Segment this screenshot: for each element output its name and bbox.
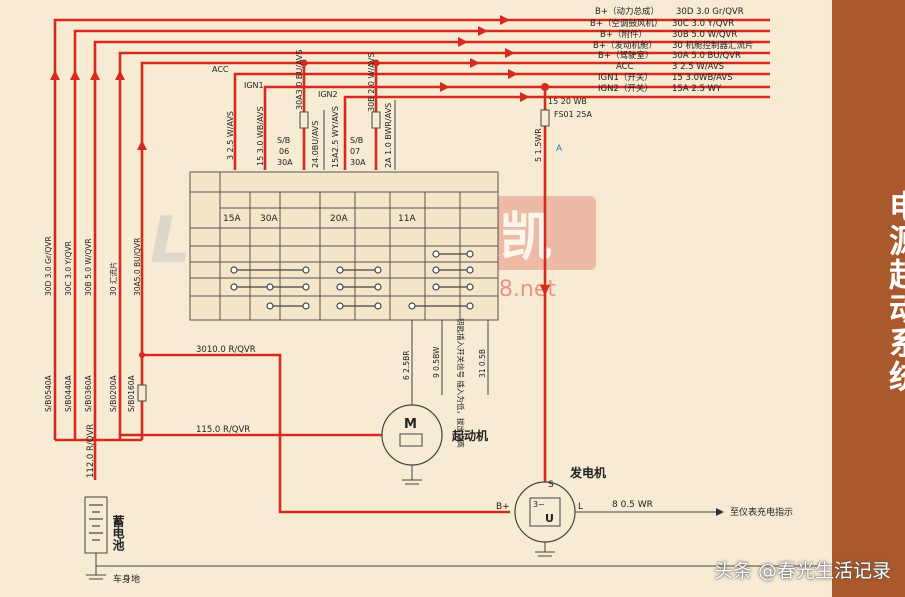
wire-30b: 30B 2.0 W/AVS (367, 52, 376, 112)
alt-u: U (545, 512, 554, 525)
bus-spec-4: 30 机舱控制器汇流片 (672, 40, 754, 51)
rating-1: 15A (223, 214, 241, 224)
label-r112: 112.0 R/QVR (86, 424, 96, 478)
wire-2a: 2A 1.0 BWR/AVS (384, 103, 393, 168)
alternator: U 3~ 发电机 S L B+ 8 0.5 WR 至仪表充电指示 (496, 465, 793, 557)
fuse-2: S/B0440A (64, 374, 73, 412)
sb06-label: S/B (277, 136, 290, 145)
bus-label-2: B+（空调鼓风机） (590, 18, 662, 29)
label-w515wr: 5 1.5WR (534, 128, 543, 162)
fs01: 15 20 WB FS01 25A 5 1.5WR A (534, 97, 592, 162)
left-wire-1: 30D 3.0 Gr/QVR (44, 236, 53, 296)
bus-spec-5: 30A 5.0 BU/QVR (672, 51, 741, 61)
wire-ign1: 15 3.0 WB/AVS (256, 106, 265, 166)
wire-acc: 3 2.5 W/AVS (226, 111, 235, 160)
left-wire-5: 30A5.0 BU/QVR (133, 238, 142, 296)
label-w905bw: 9 0.5BW (432, 346, 441, 378)
bus-spec-6: 3 2.5 W/AVS (672, 62, 724, 72)
switch-outputs: 6 2.5BR 9 0.5BW 钥匙插入开关信号 插入为低，拔出为高 31 0.… (402, 318, 489, 448)
bus-label-8: IGN2（开关） (598, 83, 653, 94)
chassis-ground: 车身地 (96, 565, 832, 585)
label-key-note: 钥匙插入开关信号 插入为低，拔出为高 (456, 318, 466, 448)
label-r3010: 3010.0 R/QVR (196, 345, 256, 355)
rating-2: 30A (260, 214, 278, 224)
label-w625br: 6 2.5BR (402, 351, 411, 380)
alt-bplus: B+ (496, 502, 510, 512)
footer-credit: 头条 @春光生活记录 (713, 560, 891, 582)
bus-spec-1: 30D 3.0 Gr/QVR (676, 7, 744, 17)
switch-feeders: ACC IGN1 IGN2 3 2.5 W/AVS 15 3.0 WB/AVS … (212, 50, 396, 170)
alt-s: S (548, 480, 554, 490)
charge-to: 至仪表充电指示 (730, 506, 793, 518)
left-wire-3: 30B 5.0 W/QVR (84, 238, 93, 296)
sidebar-title: 电源起动系统 (884, 190, 905, 394)
label-fs-name: FS01 25A (554, 110, 592, 119)
fuse-3: S/B0360A (84, 374, 93, 412)
sb07-num: 07 (350, 147, 360, 156)
sb07-amp: 30A (350, 158, 366, 167)
wire-30a: 30A3.0 BU/AVS (295, 50, 304, 110)
bus-spec-7: 15 3.0WB/AVS (672, 73, 733, 83)
bus-spec-2: 30C 3.0 Y/QVR (672, 19, 734, 29)
bus-spec-8: 15A 2.5 WY (672, 84, 722, 94)
label-w3105b: 31 0.5B (478, 349, 487, 378)
left-wire-labels: 30D 3.0 Gr/QVR 30C 3.0 Y/QVR 30B 5.0 W/Q… (44, 236, 142, 412)
bus-label-3: B+（附件） (600, 29, 647, 40)
charge-wire: 8 0.5 WR (612, 500, 653, 510)
sb06-amp: 30A (277, 158, 293, 167)
battery-name: 蓄电池 (111, 514, 125, 552)
fuse-1: S/B0540A (44, 374, 53, 412)
svg-text:3~: 3~ (533, 500, 545, 509)
starter-m: M (404, 417, 417, 432)
fuse-4: S/B0200A (109, 374, 118, 412)
label-ign2: IGN2 (318, 90, 338, 99)
bus-spec-3: 30B 5.0 W/QVR (672, 30, 737, 40)
bus-label-4: B+（发动机舱） (593, 40, 657, 51)
alt-l: L (578, 502, 583, 512)
bus-label-1: B+（动力总成） (595, 6, 659, 17)
alt-name: 发电机 (569, 465, 606, 480)
ignition-switch-table: 15A 30A 20A 11A (189, 171, 499, 321)
bus-lines (50, 15, 770, 440)
sb07-label: S/B (350, 136, 363, 145)
left-wire-2: 30C 3.0 Y/QVR (64, 241, 73, 296)
sb06-num: 06 (279, 147, 289, 156)
starter-motor: M 起动机 (381, 404, 488, 485)
label-point-a: A (556, 143, 562, 153)
wire-50a: 24.0BU/AVS (311, 121, 320, 168)
label-acc: ACC (212, 65, 229, 74)
rating-4: 11A (398, 214, 416, 224)
left-wire-4: 30 汇流片 (108, 262, 118, 296)
label-r115: 115.0 R/QVR (196, 425, 250, 435)
starter-name: 起动机 (451, 428, 488, 443)
lower-wiring: 3010.0 R/QVR 115.0 R/QVR 112.0 R/QVR (55, 87, 550, 514)
ground-label: 车身地 (113, 573, 140, 585)
bus-label-6: ACC (616, 62, 634, 72)
bus-labels: B+（动力总成） 30D 3.0 Gr/QVR B+（空调鼓风机） 30C 3.… (590, 6, 754, 94)
rating-3: 20A (330, 214, 348, 224)
label-ign1: IGN1 (244, 81, 264, 90)
battery: 蓄电池 (84, 496, 125, 580)
label-fs-wire: 15 20 WB (548, 97, 587, 106)
bus-label-5: B+（驾驶室） (598, 50, 653, 61)
bus-label-7: IGN1（开关） (598, 72, 653, 83)
wire-15a: 15A2.5 WY/AVS (331, 106, 340, 168)
sidebar-title-panel: 电源起动系统 (832, 0, 905, 597)
fuse-5: S/B0160A (127, 374, 136, 412)
